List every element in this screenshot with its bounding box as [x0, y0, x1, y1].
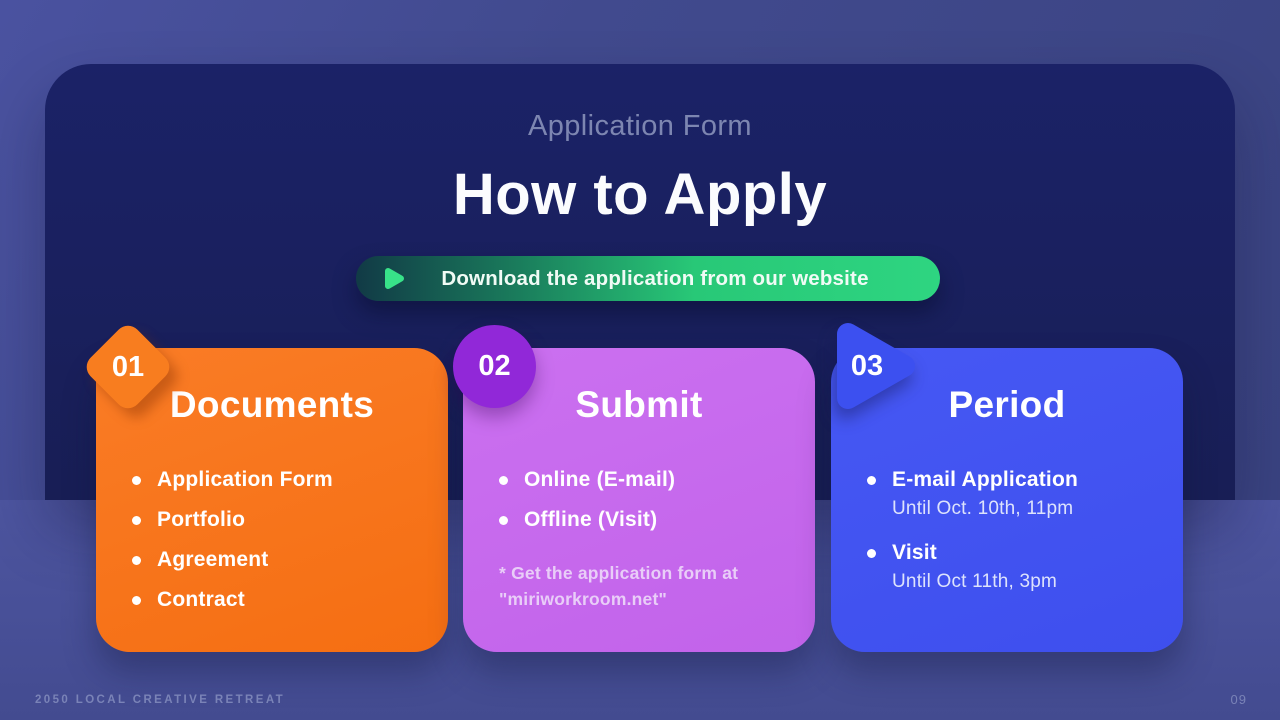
badge-diamond-01: 01 — [81, 320, 175, 414]
list-item-label: Contract — [157, 588, 245, 611]
period-item-label: Visit — [892, 541, 937, 564]
bullet-dot — [132, 596, 141, 605]
badge-triangle-03: 03 — [830, 318, 922, 414]
card-period-title: Period — [948, 384, 1066, 425]
submit-note-line1: * Get the application form at — [499, 563, 739, 583]
badge-number: 01 — [111, 350, 145, 383]
list-item: Portfolio — [132, 508, 448, 532]
list-item-label: Application Form — [157, 468, 333, 491]
list-item-label: Agreement — [157, 548, 269, 571]
submit-note-line2: "miriworkroom.net" — [499, 589, 667, 609]
card-period: Period E-mail Application Until Oct. 10t… — [831, 348, 1183, 652]
card-documents: Documents Application Form Portfolio Agr… — [96, 348, 448, 652]
list-item: Agreement — [132, 548, 448, 572]
page-number: 09 — [1230, 692, 1247, 707]
bullet-dot — [132, 556, 141, 565]
slide-eyebrow: Application Form — [528, 110, 752, 142]
badge-number: 02 — [478, 350, 511, 382]
list-item-label: Online (E-mail) — [524, 468, 676, 491]
card-submit: Submit Online (E-mail) Offline (Visit) *… — [463, 348, 815, 652]
triangle-shape — [837, 323, 915, 409]
download-banner-button[interactable]: Download the application from our websit… — [356, 256, 940, 301]
bullet-dot — [132, 516, 141, 525]
list-item: Offline (Visit) — [499, 508, 815, 532]
period-item-label: E-mail Application — [892, 468, 1079, 491]
bullet-dot — [132, 476, 141, 485]
badge-number: 03 — [850, 349, 884, 382]
list-item-label: Offline (Visit) — [524, 508, 658, 531]
list-item: E-mail Application Until Oct. 10th, 11pm — [867, 468, 1183, 520]
list-item: Contract — [132, 588, 448, 612]
submit-list: Online (E-mail) Offline (Visit) — [463, 468, 815, 532]
page-title: How to Apply — [452, 162, 828, 227]
footer-event-name: 2050 LOCAL CREATIVE RETREAT — [35, 694, 286, 706]
circle-shape — [453, 325, 536, 408]
period-item-sublabel: Until Oct 11th, 3pm — [892, 571, 1058, 592]
download-banner-label: Download the application from our websit… — [441, 266, 869, 290]
card-submit-title: Submit — [575, 384, 703, 425]
bullet-dot — [499, 476, 508, 485]
period-list: E-mail Application Until Oct. 10th, 11pm… — [831, 468, 1183, 593]
submit-note: * Get the application form at "miriworkr… — [499, 560, 738, 612]
list-item-label: Portfolio — [157, 508, 246, 531]
period-item-sublabel: Until Oct. 10th, 11pm — [892, 498, 1074, 519]
card-documents-title: Documents — [169, 384, 375, 425]
bullet-dot — [499, 516, 508, 525]
list-item-label: E-mail Application Until Oct. 10th, 11pm — [892, 468, 1078, 520]
list-item: Online (E-mail) — [499, 468, 815, 492]
list-item-label: Visit Until Oct 11th, 3pm — [892, 541, 1057, 593]
play-icon — [380, 265, 407, 292]
documents-list: Application Form Portfolio Agreement Con… — [96, 468, 448, 612]
bullet-dot — [867, 476, 876, 485]
badge-circle-02: 02 — [453, 325, 536, 408]
list-item: Application Form — [132, 468, 448, 492]
list-item: Visit Until Oct 11th, 3pm — [867, 541, 1183, 593]
bullet-dot — [867, 549, 876, 558]
